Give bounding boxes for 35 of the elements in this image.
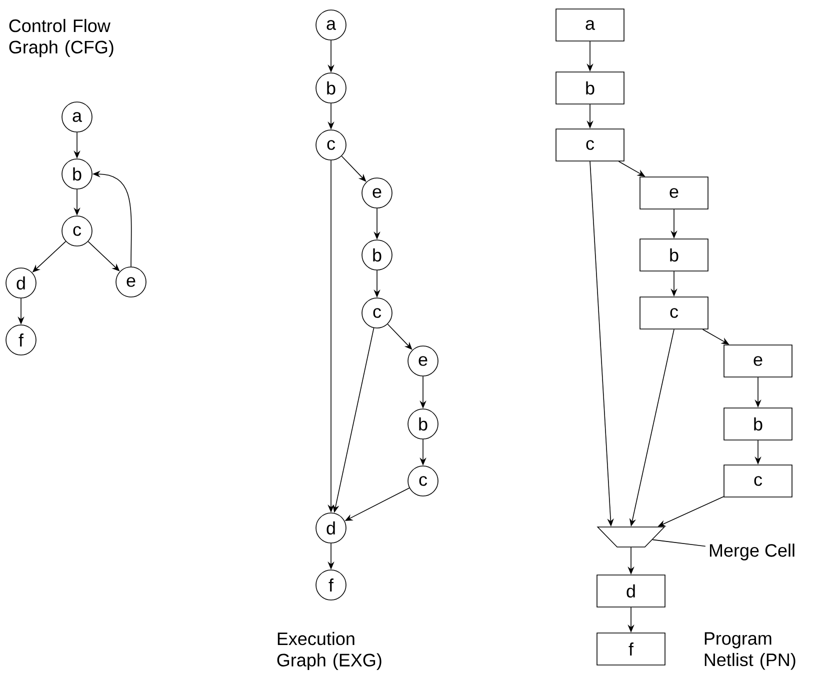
- circle-node: f: [316, 570, 346, 600]
- arrow: [387, 324, 412, 350]
- circle-node: f: [6, 324, 36, 356]
- process-box: c: [640, 296, 708, 330]
- title-label: Program Netlist (PN): [704, 632, 796, 670]
- circle-node: d: [6, 268, 36, 298]
- process-box: d: [596, 574, 666, 608]
- process-box: a: [556, 8, 624, 42]
- text-label: Merge Cell: [710, 544, 794, 560]
- process-box: f: [596, 632, 666, 666]
- process-box: b: [640, 238, 708, 272]
- circle-node: c: [316, 130, 346, 160]
- circle-node: d: [316, 512, 346, 544]
- circle-node: e: [362, 178, 392, 208]
- process-box: b: [556, 72, 624, 104]
- process-box: b: [724, 408, 792, 440]
- circle-node: c: [408, 466, 438, 496]
- circle-node: a: [62, 102, 92, 132]
- circle-node: b: [316, 72, 346, 104]
- process-box: c: [556, 128, 624, 162]
- process-box: c: [724, 464, 792, 498]
- process-box: e: [640, 176, 708, 210]
- process-box: e: [724, 344, 792, 378]
- circle-node: c: [62, 216, 92, 246]
- title-label: Control Flow Graph (CFG): [9, 18, 114, 58]
- circle-node: e: [408, 346, 438, 376]
- circle-node: b: [408, 408, 438, 440]
- circle-node: a: [316, 10, 346, 40]
- title-label: Execution Graph (EXG): [277, 632, 382, 670]
- circle-node: b: [362, 240, 392, 270]
- circle-node: b: [62, 158, 92, 190]
- arrow: [341, 156, 366, 182]
- circle-node: e: [116, 266, 146, 298]
- leader-line: [652, 539, 706, 547]
- circle-node: c: [362, 298, 392, 328]
